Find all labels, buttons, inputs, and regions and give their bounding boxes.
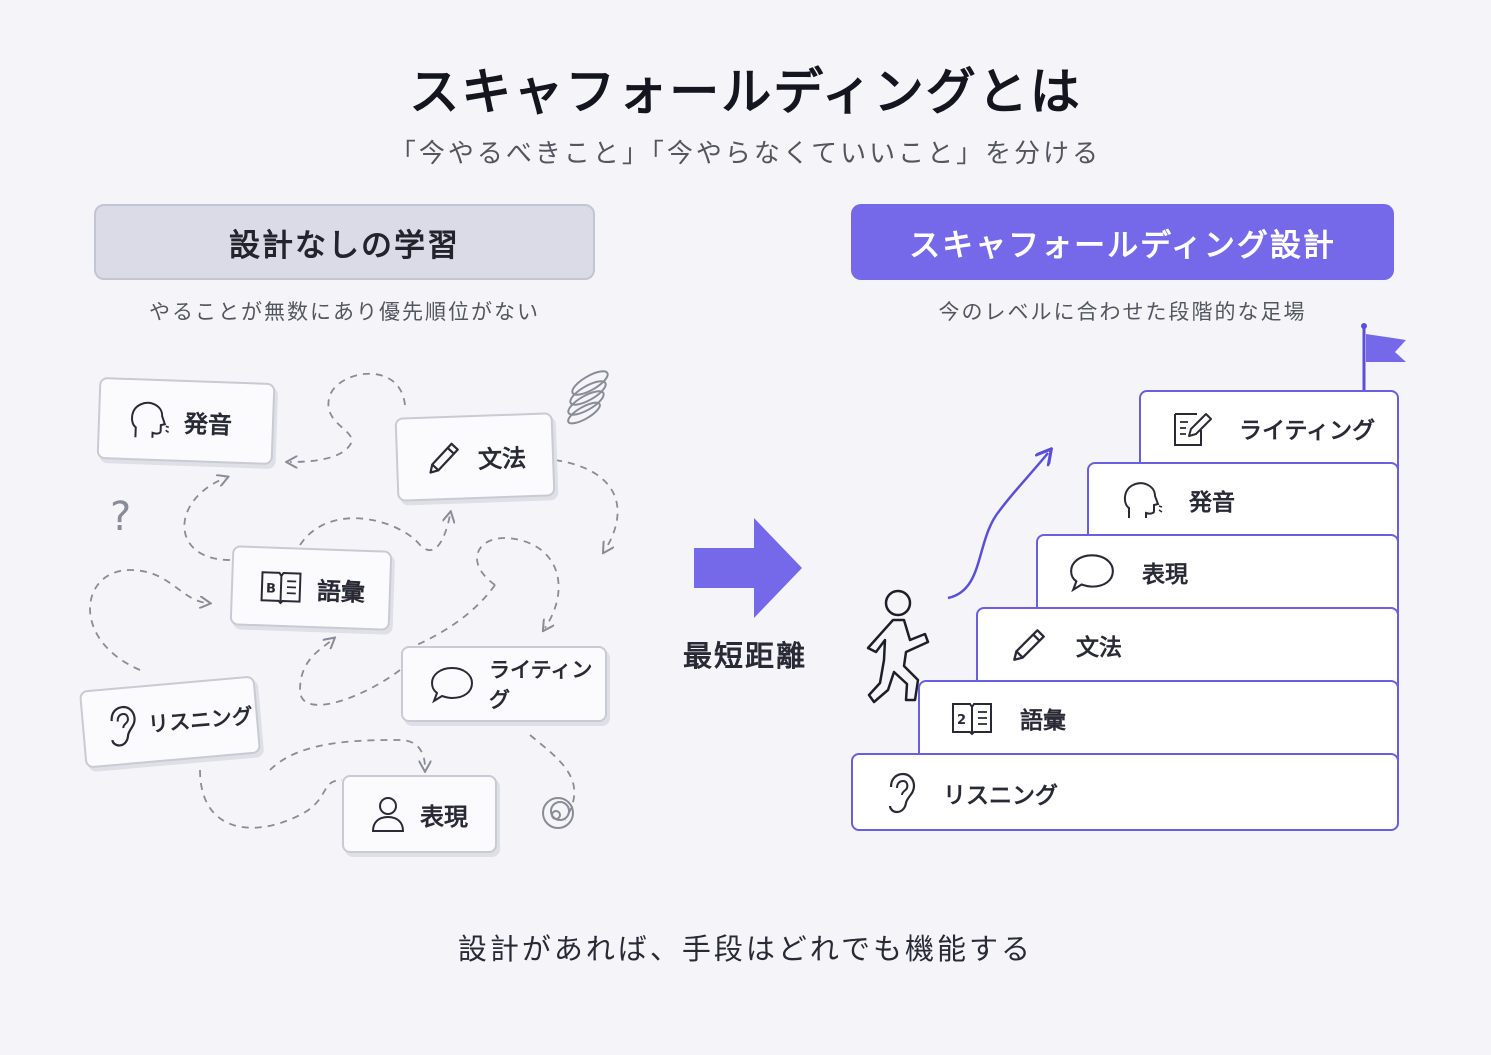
step-vocabulary: 2 語彙 [918, 680, 1399, 760]
step-expression: 表現 [1036, 534, 1399, 614]
big-arrow [694, 518, 804, 622]
card-label: 表現 [420, 802, 468, 831]
card-pronunciation: 発音 [96, 376, 276, 466]
step-label: 語彙 [1020, 708, 1066, 734]
step-label: 文法 [1076, 635, 1122, 661]
card-label: ライティング [489, 658, 593, 712]
notepad-pencil-icon [1174, 413, 1212, 446]
step-grammar: 文法 [976, 607, 1399, 687]
head-speaking-icon [131, 401, 170, 438]
step-label: 発音 [1189, 490, 1235, 516]
book-icon: 2 [952, 703, 992, 736]
pencil-icon [429, 442, 459, 474]
head-speaking-icon [1123, 482, 1163, 518]
pencil-icon [1013, 629, 1045, 661]
page-title: スキャフォールディングとは [409, 63, 1082, 121]
right-header: スキャフォールディング設計 [851, 204, 1394, 280]
step-label: ライティング [1239, 418, 1376, 444]
step-listening: リスニング [851, 753, 1399, 831]
left-caption: やることが無数にあり優先順位がない [149, 300, 540, 324]
ear-icon [110, 705, 136, 747]
left-header: 設計なしの学習 [94, 204, 595, 280]
card-vocabulary: B 語彙 [229, 545, 393, 631]
right-caption: 今のレベルに合わせた段階的な足場 [938, 300, 1307, 324]
book-icon: B [260, 571, 302, 605]
speech-bubble-icon [1070, 554, 1114, 593]
svg-text:2: 2 [957, 713, 966, 728]
page-subtitle: 「今やるべきこと」「今やらなくていいこと」を分ける [389, 139, 1102, 169]
card-listening: リスニング [78, 675, 262, 769]
step-label: 表現 [1142, 562, 1188, 588]
step-label: リスニング [943, 783, 1058, 809]
question-mark: ? [110, 494, 131, 540]
card-grammar: 文法 [394, 412, 556, 502]
right-arrow-icon [694, 518, 802, 618]
card-expression: 表現 [342, 775, 497, 853]
step-pronunciation: 発音 [1087, 462, 1399, 542]
shortest-path-label: 最短距離 [682, 639, 807, 673]
step-writing: ライティング [1139, 390, 1399, 470]
footer-text: 設計があれば、手段はどれでも機能する [457, 932, 1034, 966]
ear-icon [888, 772, 916, 814]
speech-bubble-icon [430, 666, 474, 704]
walking-person-icon [866, 589, 930, 704]
svg-text:B: B [266, 581, 276, 596]
card-writing: ライティング [401, 646, 607, 722]
person-icon [371, 797, 405, 832]
